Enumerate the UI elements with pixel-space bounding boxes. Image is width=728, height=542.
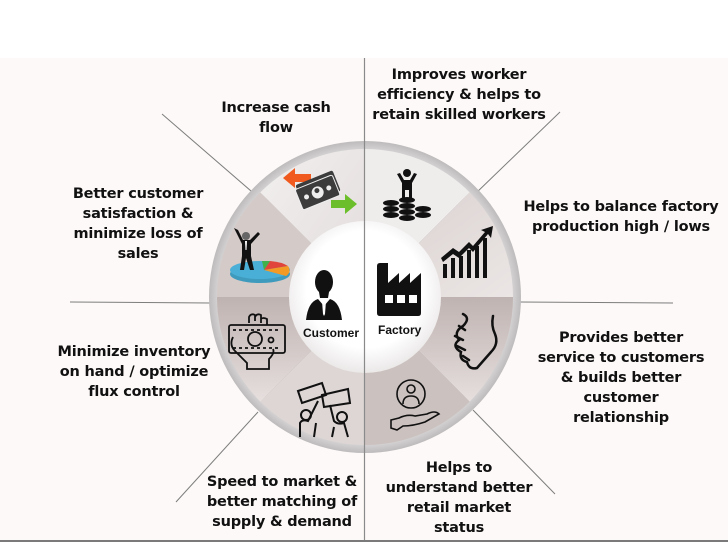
growth-chart-icon: [441, 226, 493, 278]
benefit-worker-efficiency: Improves worker efficiency & helps to re…: [372, 67, 546, 123]
leader-line-right: [518, 301, 674, 304]
factory-icon: [377, 263, 421, 316]
businessman-on-pie-chart-icon: [230, 228, 290, 283]
benefit-balance-production: Helps to balance factory production high…: [523, 199, 719, 235]
hand-holding-person-icon: [390, 379, 441, 431]
factory-label: Factory: [378, 323, 422, 337]
leader-line-top-left: [161, 113, 259, 198]
protest-signs-icon: [296, 381, 352, 438]
leader-line-left: [69, 301, 211, 304]
leader-lines: [69, 111, 674, 503]
benefit-better-service: Provides better service to customers & b…: [537, 330, 705, 426]
leader-line-bottom-left: [175, 411, 259, 503]
cash-flow-arrows-icon: [283, 168, 357, 214]
person-on-coins-icon: [383, 169, 431, 221]
businessman-silhouette-icon: [306, 270, 342, 320]
hand-holding-money-icon: [228, 313, 286, 370]
benefit-speed-to-market: Speed to market & better matching of sup…: [206, 474, 358, 530]
handshake-icon: [453, 312, 498, 370]
leader-line-bottom-right: [472, 409, 556, 495]
customer-label: Customer: [303, 326, 360, 340]
benefit-customer-satisfaction: Better customer satisfaction & minimize …: [72, 186, 204, 262]
benefit-minimize-inventory: Minimize inventory on hand / optimize fl…: [57, 344, 211, 400]
benefit-retail-market-status: Helps to understand better retail market…: [385, 460, 533, 536]
benefit-increase-cash-flow: Increase cash flow: [221, 100, 331, 136]
leader-line-top-right: [473, 111, 561, 196]
